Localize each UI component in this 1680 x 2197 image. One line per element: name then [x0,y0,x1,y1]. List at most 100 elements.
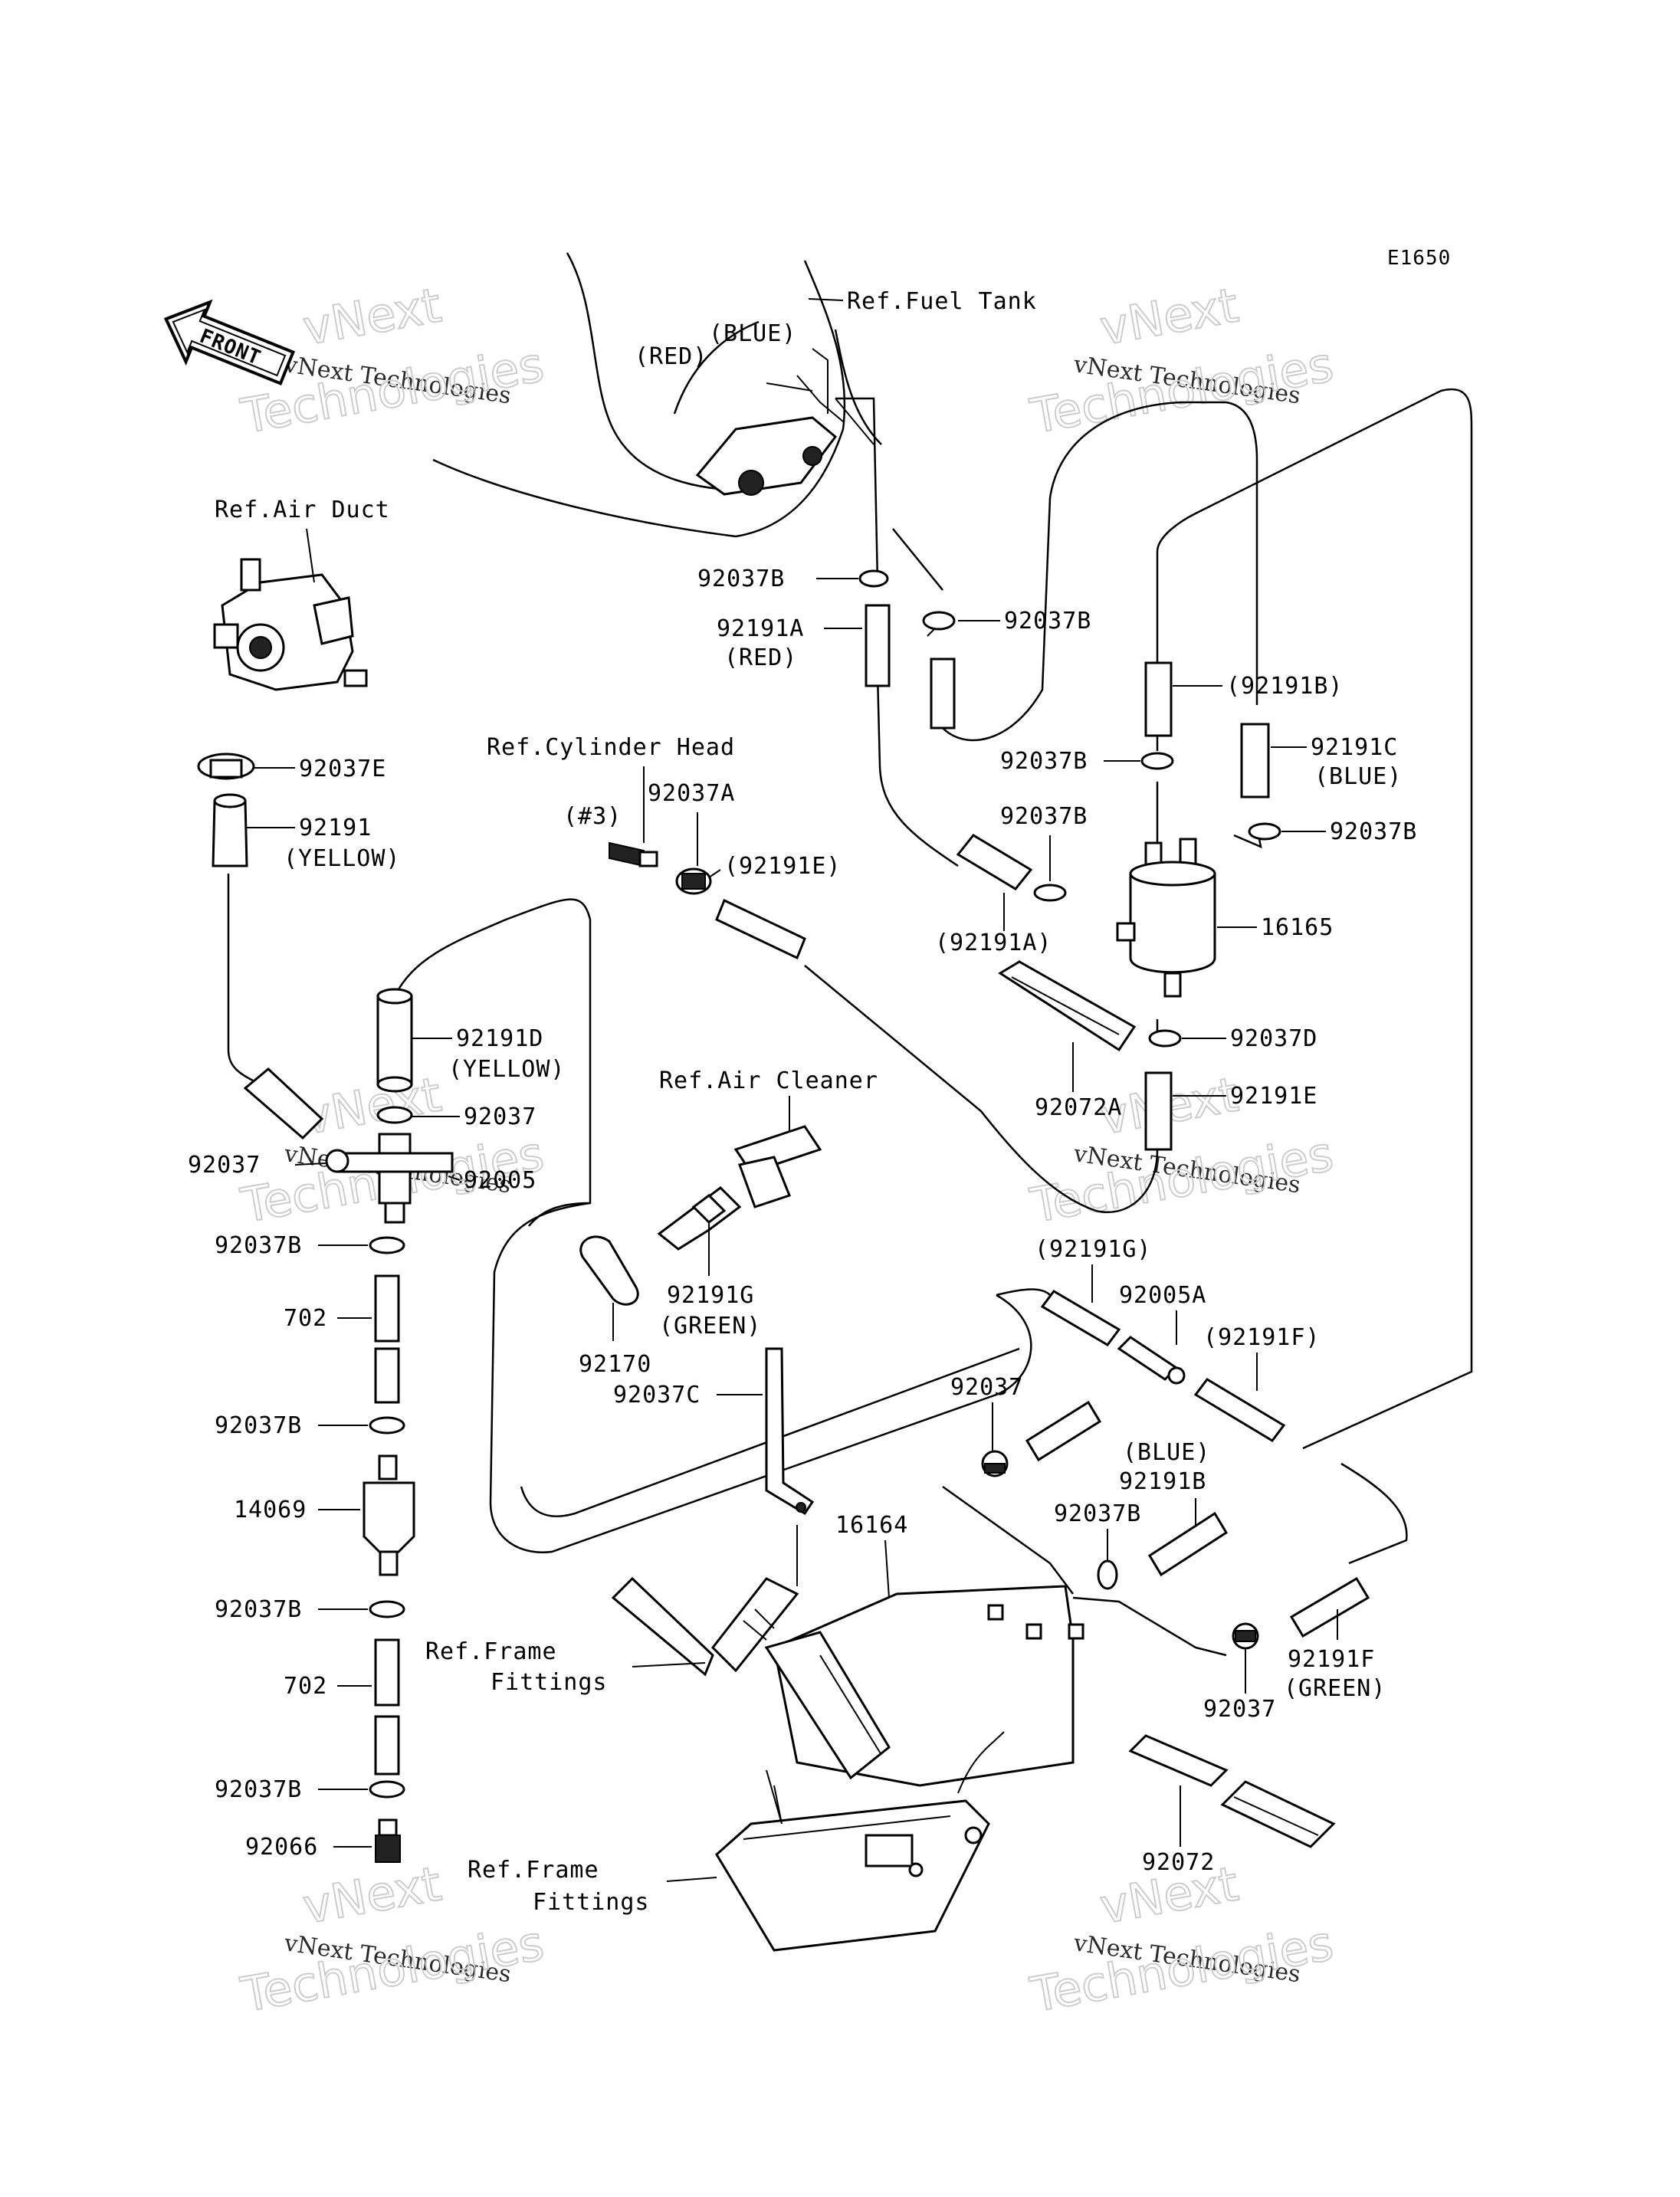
clamp-92037B-d [1033,884,1067,902]
leader-fuel-tank [808,298,844,301]
clamp-92037-a [376,1106,413,1124]
hose-92191G-paren [1040,1290,1121,1346]
hose-92191A-lower [956,834,1033,890]
hose-92191C-blue [1240,723,1270,798]
label-14069: 14069 [234,1497,307,1523]
label-92005A: 92005A [1119,1282,1206,1309]
clamp-92037-b [325,1149,349,1173]
label-92191G-green: (GREEN) [659,1313,761,1340]
hose-upper-center [930,657,956,730]
label-702-b: 702 [284,1673,327,1700]
label-92037C: 92037C [613,1382,701,1408]
clamp-92037E [197,753,255,780]
clamp-92037B-b [922,611,956,637]
clamp-92037B-h [369,1600,405,1618]
filter-14069 [363,1454,415,1576]
hose-run-lower-right [942,1462,1408,1657]
air-cleaner-fitting [733,1125,822,1208]
clamp-92037B-e [1248,822,1281,841]
label-92037B-j: 92037B [1054,1500,1141,1527]
label-92191B-blue: (BLUE) [1123,1439,1210,1466]
label-92037B-h: 92037B [215,1596,302,1623]
ref-frame-fittings-2a: Ref.Frame [468,1857,599,1884]
hose-lines [804,388,1473,1450]
label-92037D: 92037D [1230,1025,1317,1052]
label-92170: 92170 [579,1351,651,1378]
label-92191B-paren: (92191B) [1226,673,1344,700]
clamp-92170 [579,1235,639,1306]
label-hash3: (#3) [563,803,622,830]
label-92191-yellow: (YELLOW) [284,845,401,872]
clamp-92037B-i [369,1780,405,1799]
hose-loop-left [489,1165,1051,1553]
ref-air-cleaner: Ref.Air Cleaner [659,1067,878,1094]
canister-16164 [764,1585,1084,1787]
watermark-top-right: vNext vNext Technologies Technologies [1025,276,1338,445]
hose-92191D [376,898,592,1165]
label-92191A-red: (RED) [724,644,797,671]
clamp-92037B-j [1097,1559,1118,1590]
hose-92191E [1144,1071,1173,1151]
label-92191E: 92191E [1230,1083,1317,1110]
joint-92005A [1117,1336,1186,1385]
bracket-92072 [1128,1734,1336,1848]
label-92037B-c: 92037B [1000,748,1088,775]
label-92191E-paren: (92191E) [724,853,842,880]
label-92037-b: 92037 [188,1152,261,1179]
svg-text:vNext: vNext [299,1855,445,1934]
hose-92037-c-hose [1025,1400,1102,1462]
hose-92191A-red [865,604,891,687]
label-92072A: 92072A [1035,1094,1122,1121]
watermark-bottom-right: vNext vNext Technologies Technologies [1025,1854,1338,2024]
svg-text:Technologies: Technologies [237,1915,548,2023]
ref-fuel-tank: Ref.Fuel Tank [847,288,1037,315]
label-702-a: 702 [284,1305,327,1332]
label-92037-a: 92037 [464,1103,536,1130]
clamp-92037B-f [369,1236,405,1254]
svg-text:Technologies: Technologies [1026,1126,1337,1234]
label-92191F-green: (GREEN) [1284,1675,1386,1702]
watermark-line1: vNext [299,277,445,356]
hose-702-b [374,1638,400,1776]
label-92037-c: 92037 [950,1374,1023,1401]
bracket-92072A [998,960,1137,1052]
fuel-tank [432,252,882,538]
clamp-92037-d [1232,1622,1259,1650]
label-92191F: 92191F [1288,1646,1375,1673]
hose-702-a [374,1274,400,1404]
clamp-92037B-a [858,569,889,588]
air-duct-valve [213,558,368,691]
label-blue-top: (BLUE) [709,320,796,347]
label-92037B-f: 92037B [215,1232,302,1259]
hose-92191B-lower [1147,1511,1229,1577]
ref-frame-fittings-1b: Fittings [491,1669,608,1696]
label-92191D: 92191D [456,1025,543,1052]
clamp-92037B-g [369,1416,405,1435]
cap-92066 [375,1818,401,1863]
hose-92191F-paren [1193,1378,1286,1442]
label-92191B: 92191B [1119,1468,1206,1495]
clamp-92037B-c [1140,752,1174,770]
label-92037B-d: 92037B [1000,803,1088,830]
label-92072: 92072 [1142,1849,1215,1876]
label-92191G-paren: (92191G) [1035,1236,1152,1263]
fuel-pump-16165 [1116,838,1216,998]
label-92191D-yellow: (YELLOW) [448,1056,566,1083]
frame-fittings-2 [715,1731,1005,1952]
label-92005: 92005 [464,1167,536,1194]
label-92191A: 92191A [717,615,804,642]
label-92191G: 92191G [667,1282,754,1309]
label-92191F-paren: (92191F) [1203,1324,1321,1351]
hose-92191-yellow [212,793,324,1140]
label-92037E: 92037E [299,756,386,782]
svg-text:Technologies: Technologies [1026,336,1337,444]
hose-92191E-upper [715,898,806,960]
diagram-code: E1650 [1387,247,1451,270]
label-92037B-b: 92037B [1004,608,1091,635]
hose-92191F [1289,1576,1370,1638]
label-92037B-g: 92037B [215,1412,302,1439]
svg-text:vNext: vNext [299,1066,445,1145]
svg-text:vNext: vNext [1096,277,1242,356]
